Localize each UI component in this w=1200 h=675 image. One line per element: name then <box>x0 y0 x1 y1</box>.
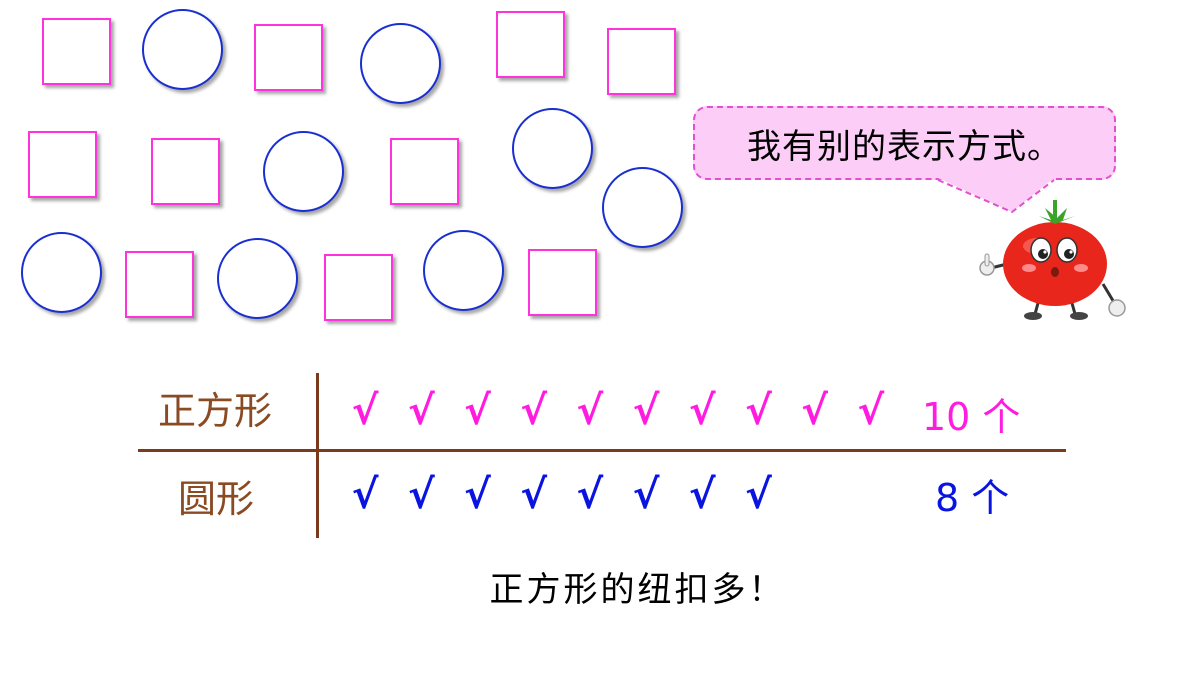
tomato-mascot-icon <box>979 200 1126 320</box>
tally-marks-square: √ √ √ √ √ √ √ √ √ √ <box>337 388 899 434</box>
tally-check-mark: √ <box>576 388 604 434</box>
circle-button-shape <box>512 108 593 189</box>
tally-check-mark: √ <box>351 388 379 434</box>
square-button-shape <box>151 138 220 205</box>
square-button-shape <box>390 138 459 205</box>
count-square: 10 个 <box>922 395 1021 439</box>
table-horizontal-divider <box>138 449 1066 452</box>
tally-check-mark: √ <box>407 472 435 518</box>
circle-button-shape <box>423 230 504 311</box>
square-button-shape <box>528 249 597 316</box>
square-button-shape <box>125 251 194 318</box>
tally-check-mark: √ <box>520 388 547 434</box>
tally-check-mark: √ <box>801 388 828 434</box>
square-button-shape <box>496 11 565 78</box>
tally-check-mark: √ <box>576 472 604 518</box>
circle-button-shape <box>360 23 441 104</box>
row-label-circle: 圆形 <box>178 477 255 521</box>
circle-button-shape <box>602 167 683 248</box>
tally-check-mark: √ <box>351 472 379 518</box>
square-button-shape <box>324 254 393 321</box>
square-button-shape <box>42 18 111 85</box>
tally-check-mark: √ <box>857 388 885 434</box>
speech-bubble: 我有别的表示方式。 <box>693 106 1116 180</box>
square-button-shape <box>607 28 676 95</box>
tally-check-mark: √ <box>745 388 772 434</box>
count-circle: 8 个 <box>935 476 1010 520</box>
circle-button-shape <box>21 232 102 313</box>
speech-bubble-text: 我有别的表示方式。 <box>747 126 1062 167</box>
tally-check-mark: √ <box>632 388 660 434</box>
square-button-shape <box>28 131 97 198</box>
buttons-area <box>0 0 700 330</box>
tally-check-mark: √ <box>632 472 660 518</box>
circle-button-shape <box>142 9 223 90</box>
tally-check-mark: √ <box>464 388 491 434</box>
row-label-square: 正方形 <box>158 389 273 433</box>
tally-marks-circle: √ √ √ √ √ √ √ √ <box>337 472 787 518</box>
square-button-shape <box>254 24 323 91</box>
tally-check-mark: √ <box>407 388 435 434</box>
tally-check-mark: √ <box>464 472 491 518</box>
tally-check-mark: √ <box>688 388 716 434</box>
circle-button-shape <box>217 238 298 319</box>
table-vertical-divider <box>316 373 319 538</box>
tally-check-mark: √ <box>688 472 716 518</box>
circle-button-shape <box>263 131 344 212</box>
conclusion-text: 正方形的纽扣多！ <box>489 570 786 610</box>
tally-check-mark: √ <box>520 472 547 518</box>
tally-check-mark: √ <box>745 472 772 518</box>
